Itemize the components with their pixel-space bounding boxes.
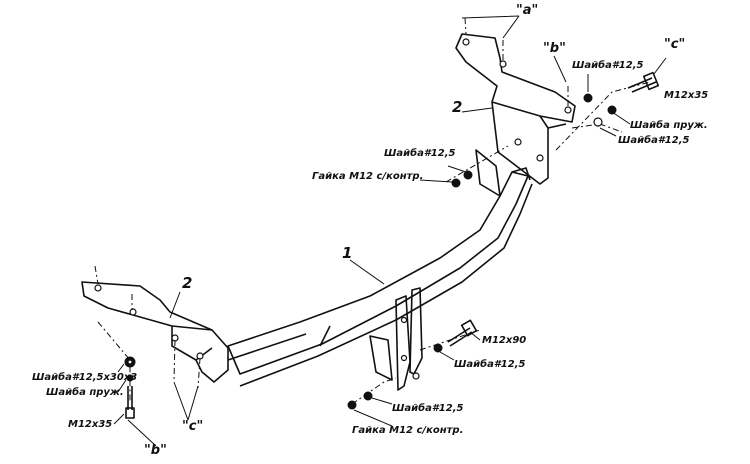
centre-lines [94, 17, 651, 405]
washer-top-right-label: Шайба#12,5 [572, 60, 644, 71]
spring-washer-right-label: Шайба пруж. [630, 120, 708, 131]
part-2-top-label: 2 [452, 98, 463, 116]
point-c-bottom-label: "c" [182, 419, 204, 434]
washer-center-label: Шайба#12,5 [384, 148, 456, 159]
washer-hook-bottom-label: Шайба#12,5 [392, 403, 464, 414]
nut-hook-bottom-label: Гайка M12 с/контр. [352, 425, 464, 436]
spring-washer-left-label: Шайба пруж. [46, 387, 124, 398]
part-1-label: 1 [342, 244, 353, 262]
nut-center-label: Гайка M12 с/контр. [312, 171, 424, 182]
point-a-label: "a" [516, 3, 539, 18]
washer-left-big-label: Шайба#12,5x30x3 [32, 372, 138, 383]
washer-hook-right-label: Шайба#12,5 [454, 359, 526, 370]
point-c-top-label: "c" [664, 37, 686, 52]
fasteners [124, 71, 660, 419]
bolt-m12x35-top-label: M12x35 [664, 90, 709, 101]
leader-lines [113, 15, 667, 447]
part-2-bottom-label: 2 [182, 274, 193, 292]
left-bracket [81, 281, 229, 383]
point-b-bottom-label: "b" [144, 443, 167, 458]
washer-right-lower-label: Шайба#12,5 [618, 135, 690, 146]
main-beam [227, 149, 533, 387]
point-b-top-label: "b" [543, 41, 566, 56]
right-bracket [455, 33, 576, 185]
bolt-m12x35-left-label: M12x35 [68, 419, 113, 430]
hitch-plate [369, 287, 423, 391]
bolt-m12x90-label: M12x90 [482, 335, 527, 346]
